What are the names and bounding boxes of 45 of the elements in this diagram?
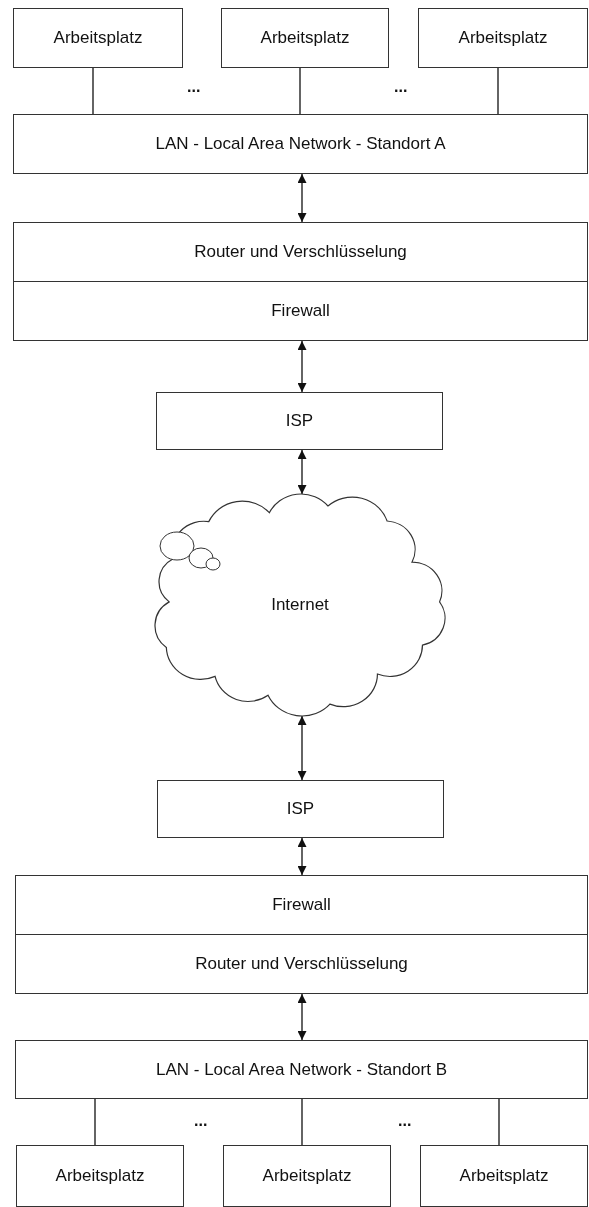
node-label: Firewall [271,301,330,321]
connector-line [497,67,499,115]
node-label: ISP [285,411,314,431]
node-label: Firewall [272,895,331,915]
node-label: Internet [271,595,329,615]
node-label: Router und Verschlüsselung [194,242,407,262]
ellipsis-label: ... [187,78,201,96]
connector-line [301,1098,303,1146]
process-box [16,1145,184,1207]
process-box [420,1145,588,1207]
arrow [297,993,307,1041]
node-label: LAN - Local Area Network - Standort A [155,134,446,154]
node-label: Arbeitsplatz [55,1166,145,1186]
connector-line [94,1098,96,1146]
arrow [297,715,307,781]
connector-line [299,67,301,115]
connector-line [498,1098,500,1146]
ellipsis-label: ... [194,1112,208,1130]
node-label: Arbeitsplatz [260,28,350,48]
ellipsis-label: ... [398,1112,412,1130]
connector-line [92,67,94,115]
process-box [15,934,588,994]
node-label: Arbeitsplatz [459,1166,549,1186]
node-label: Arbeitsplatz [458,28,548,48]
process-box [157,780,444,838]
process-box [13,281,588,341]
process-box [13,114,588,174]
process-box [156,392,443,450]
node-label: ISP [286,799,315,819]
node-label: Arbeitsplatz [53,28,143,48]
node-label: LAN - Local Area Network - Standort B [156,1059,447,1080]
arrow [297,340,307,393]
ellipsis-label: ... [394,78,408,96]
process-box [15,875,588,935]
process-box [223,1145,391,1207]
process-box [221,8,389,68]
process-box [13,222,588,282]
arrow [297,449,307,495]
node-label: Arbeitsplatz [262,1166,352,1186]
process-box [13,8,183,68]
process-box [418,8,588,68]
arrow [297,837,307,876]
node-label: Router und Verschlüsselung [195,954,408,974]
process-box [15,1040,588,1099]
arrow [297,173,307,223]
